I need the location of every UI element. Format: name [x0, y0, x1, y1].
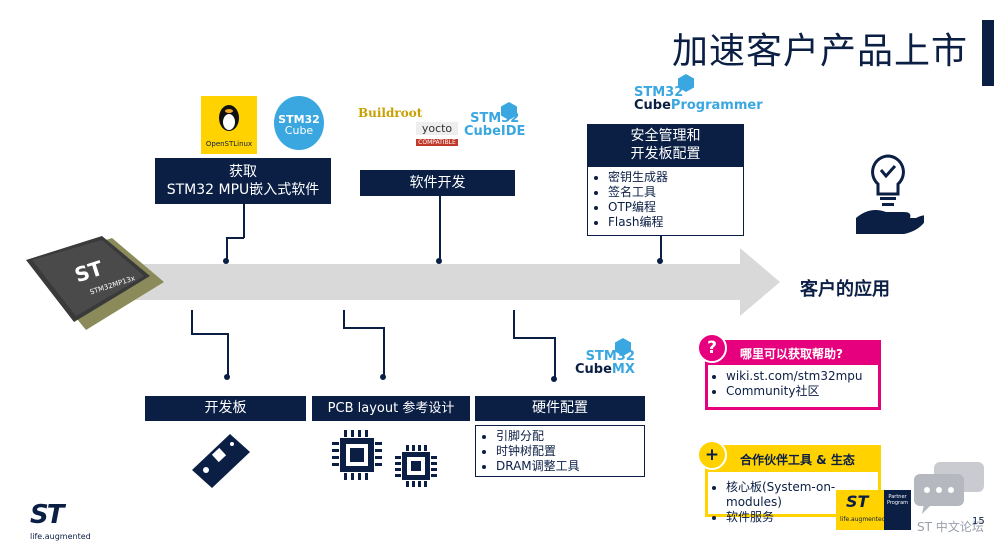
- connector: [554, 337, 556, 379]
- connector: [191, 310, 193, 334]
- connector: [343, 327, 384, 329]
- dev-board-icon: [192, 434, 250, 488]
- partner-title: 合作伙伴工具 & 生态: [708, 448, 878, 472]
- list-item: OTP编程: [608, 200, 737, 215]
- partner-program-logo: ST life.augmented Partner Program: [836, 490, 911, 530]
- forum-watermark: ST 中文论坛: [917, 520, 984, 534]
- list-item: 密钥生成器: [608, 170, 737, 185]
- hw-config-panel: 引脚分配 时钟树配置 DRAM调整工具: [475, 425, 645, 477]
- help-link-wiki[interactable]: wiki.st.com/stm32mpu: [726, 369, 863, 384]
- slide-title: 加速客户产品上市: [671, 31, 968, 72]
- tux-icon: [219, 105, 239, 131]
- get-software-box: 获取 STM32 MPU嵌入式软件: [155, 158, 331, 204]
- cube-icon: [501, 102, 517, 120]
- plus-icon: +: [697, 440, 727, 470]
- help-icon: ?: [697, 333, 727, 363]
- stm32cubeprogrammer-logo: STM32 CubeProgrammer: [634, 85, 763, 113]
- connector: [226, 237, 244, 239]
- cube-icon: [615, 338, 631, 356]
- security-panel: 密钥生成器 签名工具 OTP编程 Flash编程: [587, 166, 744, 236]
- pcb-chips-icon: [332, 430, 437, 487]
- pcb-box: PCB layout 参考设计: [312, 396, 470, 421]
- list-item: 签名工具: [608, 185, 737, 200]
- connector: [383, 327, 385, 377]
- title-accent-bar: [982, 20, 994, 86]
- security-box: 安全管理和 开发板配置: [587, 124, 744, 166]
- help-box: 哪里可以获取帮助? wiki.st.com/stm32mpu Community…: [705, 340, 881, 410]
- dev-board-box: 开发板: [145, 396, 306, 421]
- connector: [243, 204, 245, 238]
- connector-dot: [436, 258, 442, 264]
- lightbulb-hand-icon: [856, 154, 924, 234]
- timeline-arrow: [120, 248, 780, 316]
- connector: [191, 333, 228, 335]
- connector-dot: [380, 374, 386, 380]
- connector: [513, 310, 515, 338]
- connector: [439, 196, 441, 260]
- chat-bubbles-icon: [914, 462, 984, 514]
- yocto-logo: yocto COMPATIBLE: [416, 122, 458, 154]
- help-title: 哪里可以获取帮助?: [708, 343, 878, 365]
- buildroot-logo: Buildroot: [358, 106, 423, 120]
- chip-icon: ST STM32MP13x: [26, 236, 164, 330]
- openstlinux-logo: OpenSTLinux: [201, 96, 257, 154]
- connector: [343, 310, 345, 328]
- list-item: 软件服务: [726, 510, 878, 525]
- footer-tagline: life.augmented: [30, 532, 91, 541]
- software-dev-box: 软件开发: [360, 170, 515, 196]
- help-link-community[interactable]: Community社区: [726, 384, 863, 399]
- connector: [226, 237, 228, 261]
- arrow-label: 客户的应用: [800, 279, 890, 300]
- st-logo-icon: ST: [846, 492, 869, 511]
- connector-dot: [223, 258, 229, 264]
- connector: [513, 337, 555, 339]
- hw-config-box: 硬件配置: [475, 396, 645, 421]
- connector: [660, 236, 662, 260]
- connector-dot: [657, 258, 663, 264]
- list-item: 核心板(System-on-modules): [726, 480, 878, 510]
- list-item: 时钟树配置: [496, 444, 638, 459]
- connector-dot: [224, 374, 230, 380]
- cube-icon: [678, 74, 694, 92]
- list-item: Flash编程: [608, 215, 737, 230]
- connector-dot: [551, 376, 557, 382]
- connector: [227, 333, 229, 377]
- stm32cube-logo: STM32 Cube: [274, 96, 324, 150]
- list-item: 引脚分配: [496, 429, 638, 444]
- st-logo: ST: [30, 500, 64, 530]
- page-number: 15: [972, 516, 985, 527]
- list-item: DRAM调整工具: [496, 459, 638, 474]
